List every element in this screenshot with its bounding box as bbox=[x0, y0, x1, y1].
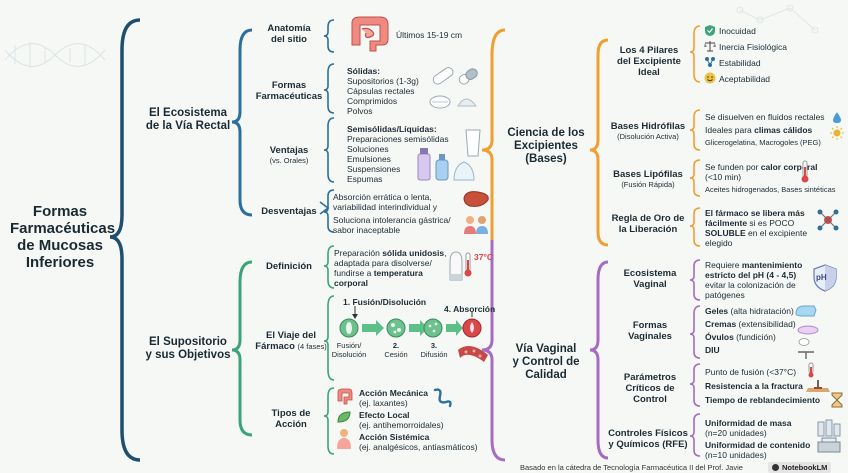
regla-label: Regla de Oro de la Liberación bbox=[611, 213, 685, 235]
desventajas-item2: Soluciona intolerancia gástrica/ sabor i… bbox=[333, 215, 451, 235]
thermometer-icon bbox=[464, 252, 472, 277]
scale-icon bbox=[704, 41, 716, 52]
temperature-label: 37°C bbox=[474, 252, 493, 262]
tipos-label: Tipos de Acción bbox=[271, 408, 311, 430]
tipos-item-3: Acción Sistémica (ej. analgésicos, antia… bbox=[359, 432, 478, 452]
tipos-item-1: Acción Mecánica (ej. laxantes) bbox=[359, 388, 428, 408]
squiggle-icon bbox=[433, 388, 452, 408]
vaginal-forms-icon bbox=[795, 305, 819, 359]
molecule-large-icon bbox=[817, 209, 839, 231]
formas-list: Sólidas: Supositorios (1-3g) Cápsulas re… bbox=[347, 66, 419, 116]
controles-list: Uniformidad de masa (n=20 unidades) Unif… bbox=[705, 418, 811, 460]
ph-label: pH bbox=[816, 273, 827, 282]
ph-shield-icon bbox=[813, 264, 837, 292]
vaginales-label: Formas Vaginales bbox=[628, 320, 672, 342]
sun-icon bbox=[830, 126, 844, 140]
notebooklm-brand: NotebookLM bbox=[782, 463, 828, 472]
lipofilas-text: Se funden por calor corporal (<10 min) A… bbox=[705, 162, 836, 194]
pilar-2: Inercia Fisiológica bbox=[719, 42, 788, 52]
viaje-step1-sub: Fusión/ Disolución bbox=[331, 341, 367, 359]
semisolid-liquid-icon bbox=[417, 129, 481, 181]
branch-rectal-ecosystem: El Ecosistema de la Vía Rectal bbox=[145, 107, 231, 132]
smile-icon bbox=[704, 72, 716, 84]
suppository-capsule-icon bbox=[429, 67, 478, 109]
ventajas-list: Semisólidas/Líquidas: Preparaciones semi… bbox=[347, 124, 449, 184]
suppository-icon bbox=[449, 251, 463, 281]
thermometer-tiny-icon bbox=[808, 362, 814, 378]
intestine-small-icon bbox=[337, 388, 353, 405]
root-title: Formas Farmacéuticas de Mucosas Inferior… bbox=[10, 203, 116, 271]
viaje-label: El Viaje del Fármaco (4 fases) bbox=[255, 330, 327, 352]
footer-text: Basado en la cátedra de Tecnología Farma… bbox=[520, 463, 743, 472]
formas-label: Formas Farmacéuticas bbox=[255, 80, 323, 102]
drug-journey-flow bbox=[339, 306, 488, 362]
intestine-icon bbox=[351, 16, 389, 52]
liver-people-icon bbox=[463, 191, 489, 234]
pilares-label: Los 4 Pilares del Excipiente Ideal bbox=[617, 45, 681, 78]
hidrofilas-label: Bases Hidrófilas (Disolución Activa) bbox=[610, 121, 686, 141]
viaje-step3: 3. Difusión bbox=[420, 341, 448, 359]
fracture-tool-icon bbox=[806, 380, 830, 392]
viaje-step4: 4. Absorción bbox=[444, 304, 496, 314]
body-icon bbox=[337, 429, 351, 449]
pilar-4: Aceptabilidad bbox=[719, 74, 771, 84]
hidrofilas-text: Se disuelven en fluidos rectales Ideales… bbox=[705, 112, 825, 147]
branch-excipientes: Ciencia de los Excipientes (Bases) bbox=[507, 127, 585, 165]
notebooklm-badge: NotebookLM bbox=[768, 462, 832, 473]
molecule-decoration bbox=[736, 4, 819, 34]
definicion-label: Definición bbox=[266, 261, 312, 272]
lab-equipment-icon bbox=[817, 419, 841, 453]
ventajas-label: Ventajas (vs. Orales) bbox=[269, 145, 309, 165]
dna-decoration bbox=[4, 42, 106, 68]
definicion-text: Preparación sólida unidosis, adaptada pa… bbox=[334, 248, 447, 288]
desventajas-label: Desventajas bbox=[261, 206, 317, 217]
pilar-1: Inocuidad bbox=[719, 26, 756, 36]
viaje-step1: 1. Fusión/Disolución bbox=[343, 297, 427, 307]
pilar-3: Estabilidad bbox=[719, 58, 761, 68]
parametros-label: Parámetros Críticos de Control bbox=[623, 372, 677, 405]
controles-label: Controles Físicos y Químicos (RFE) bbox=[608, 428, 688, 450]
viaje-step2: 2. Cesión bbox=[384, 341, 408, 359]
desventajas-item1: Absorción errática o lenta, variabilidad… bbox=[333, 192, 437, 212]
ecosistema-label: Ecosistema Vaginal bbox=[623, 268, 677, 290]
molecule-icon bbox=[705, 57, 715, 67]
hourglass-icon bbox=[831, 392, 843, 408]
notebooklm-logo-icon bbox=[772, 464, 779, 471]
anatomia-label: Anatomía del sitio bbox=[267, 23, 311, 45]
shield-icon bbox=[705, 25, 715, 36]
parametros-list: Punto de fusión (<37°C) Resistencia a la… bbox=[705, 367, 821, 405]
water-drop-icon bbox=[833, 112, 841, 123]
ecosistema-text: Requiere mantenimiento estricto del pH (… bbox=[705, 260, 803, 300]
anatomia-text: Últimos 15-19 cm bbox=[396, 30, 463, 40]
tipos-item-2: Efecto Local (ej. antihemorroidales) bbox=[359, 410, 444, 430]
thermometer-small-icon bbox=[801, 160, 809, 183]
regla-text: El fármaco se libera más fácilmente si e… bbox=[705, 208, 808, 248]
leaf-icon bbox=[337, 411, 351, 423]
branch-vaginal: Vía Vaginal y Control de Calidad bbox=[512, 343, 580, 381]
vaginales-list: Geles (alta hidratación) Cremas (extensi… bbox=[705, 306, 796, 355]
branch-suppository: El Supositorio y sus Objetivos bbox=[145, 336, 231, 361]
arrow-icon bbox=[319, 201, 330, 215]
lipofilas-label: Bases Lipófilas (Fusión Rápida) bbox=[613, 169, 683, 189]
